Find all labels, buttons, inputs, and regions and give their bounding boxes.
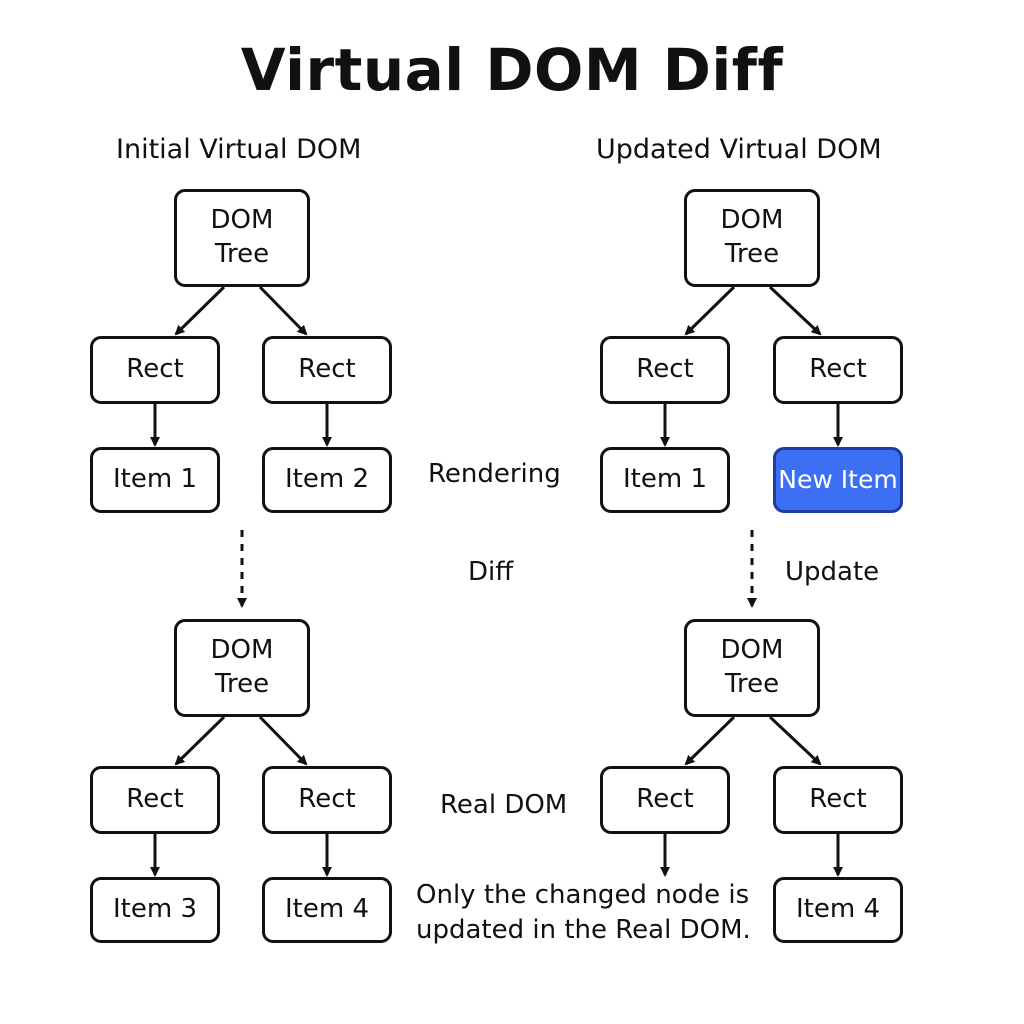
node-label-line-2: Tree [214, 669, 270, 699]
edge-right-real-root-to-rect-1 [684, 715, 736, 766]
node-label-line-2: Tree [724, 239, 780, 269]
real-dom-label: Real DOM [440, 790, 568, 820]
note-line-1: Only the changed node is [416, 880, 750, 910]
left-real-item-3-node: Item 3 [90, 877, 220, 943]
left-real-item-4-node: Item 4 [262, 877, 392, 943]
node-label-line-1: DOM [720, 635, 784, 666]
left-virtual-rect-node-2: Rect [262, 336, 392, 404]
left-real-dom-tree-node: DOM Tree [174, 619, 310, 717]
node-label-line-2: Tree [724, 669, 780, 699]
changed-node-note: Only the changed node is updated in the … [416, 878, 751, 947]
right-real-rect-node-1: Rect [600, 766, 730, 834]
left-virtual-dom-tree-node: DOM Tree [174, 189, 310, 287]
edge-left-real-root-to-rect-2 [258, 715, 308, 766]
right-real-item-4-node: Item 4 [773, 877, 903, 943]
updated-virtual-dom-heading: Updated Virtual DOM [596, 134, 882, 165]
note-line-2: updated in the Real DOM. [416, 914, 751, 945]
right-virtual-rect-node-2: Rect [773, 336, 903, 404]
edge-left-virtual-root-to-rect-1 [174, 285, 226, 336]
edge-left-real-root-to-rect-1 [174, 715, 226, 766]
diff-label: Diff [468, 557, 514, 587]
node-label-line-1: DOM [210, 635, 274, 666]
edge-left-virtual-root-to-rect-2 [258, 285, 308, 336]
update-label: Update [785, 557, 880, 587]
edge-right-virtual-root-to-rect-1 [684, 285, 736, 336]
edge-right-virtual-root-to-rect-2 [768, 285, 822, 336]
diagram-title: Virtual DOM Diff [240, 36, 784, 104]
node-label-line-1: DOM [720, 205, 784, 236]
right-virtual-dom-tree-node: DOM Tree [684, 189, 820, 287]
new-item-node: New Item [773, 447, 903, 513]
left-virtual-rect-node-1: Rect [90, 336, 220, 404]
left-virtual-item-2-node: Item 2 [262, 447, 392, 513]
edge-right-real-root-to-rect-2 [768, 715, 822, 766]
right-virtual-rect-node-1: Rect [600, 336, 730, 404]
left-real-rect-node-2: Rect [262, 766, 392, 834]
rendering-label: Rendering [428, 459, 561, 489]
left-real-rect-node-1: Rect [90, 766, 220, 834]
initial-virtual-dom-heading: Initial Virtual DOM [116, 134, 362, 165]
node-label-line-2: Tree [214, 239, 270, 269]
right-real-rect-node-2: Rect [773, 766, 903, 834]
right-virtual-item-1-node: Item 1 [600, 447, 730, 513]
node-label-line-1: DOM [210, 205, 274, 236]
right-real-dom-tree-node: DOM Tree [684, 619, 820, 717]
left-virtual-item-1-node: Item 1 [90, 447, 220, 513]
